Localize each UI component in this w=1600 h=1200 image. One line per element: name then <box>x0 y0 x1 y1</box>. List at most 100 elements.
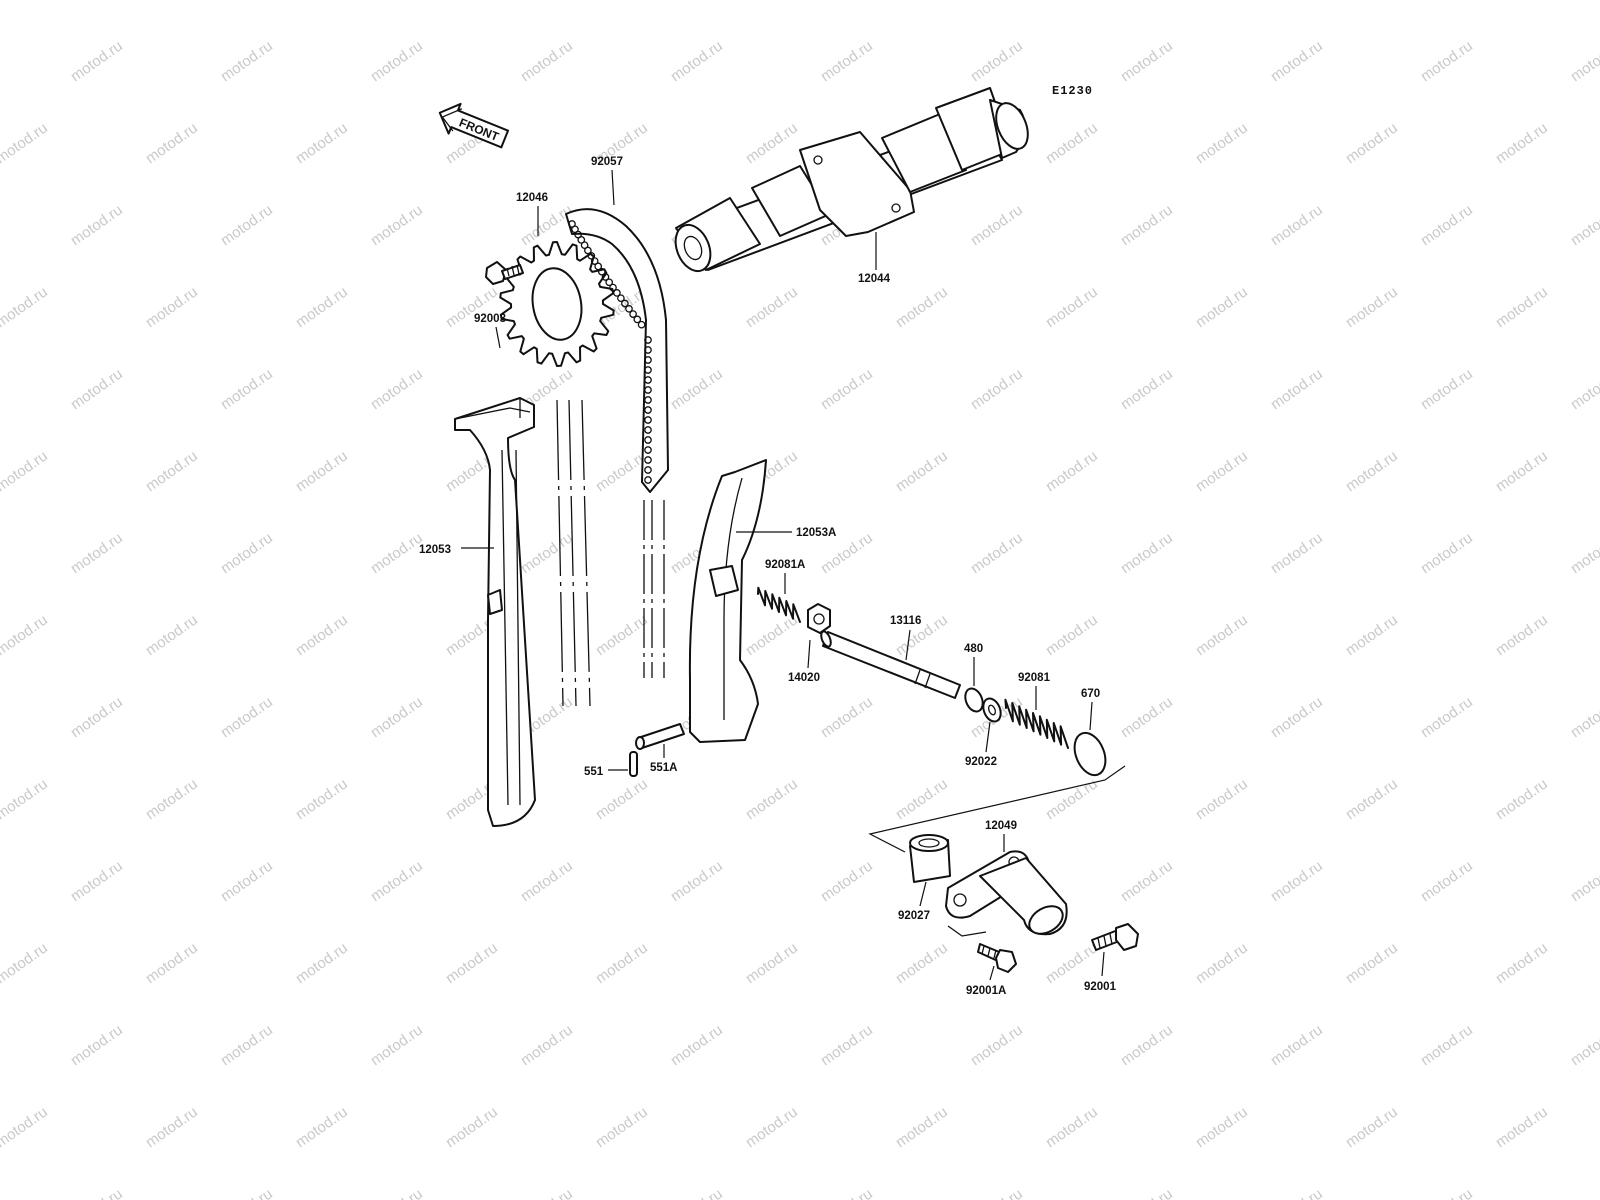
callout-14020: 14020 <box>788 672 820 684</box>
watermark-text: motod.ru <box>1493 283 1551 331</box>
watermark-text: motod.ru <box>1418 37 1476 85</box>
chain-link <box>644 426 652 434</box>
watermark-text: motod.ru <box>593 1103 651 1151</box>
callout-551A: 551A <box>650 762 678 774</box>
watermark-text: motod.ru <box>1268 365 1326 413</box>
watermark-text: motod.ru <box>293 939 351 987</box>
watermark-text: motod.ru <box>1193 0 1251 3</box>
watermark-text: motod.ru <box>68 693 126 741</box>
watermark-text: motod.ru <box>0 1103 51 1151</box>
watermark-text: motod.ru <box>1268 529 1326 577</box>
watermark-text: motod.ru <box>593 0 651 3</box>
watermark-text: motod.ru <box>218 1021 276 1069</box>
callout-92003: 92003 <box>474 313 506 325</box>
watermark-text: motod.ru <box>368 529 426 577</box>
chain-guide-12053 <box>454 397 536 827</box>
callout-92001: 92001 <box>1084 981 1117 993</box>
callouts: 92057 12046 12044 92003 12053 12053A 920… <box>419 156 1117 997</box>
watermark-text: motod.ru <box>1193 939 1251 987</box>
washer-92022 <box>982 697 1002 723</box>
watermark-text: motod.ru <box>1268 201 1326 249</box>
watermark-text: motod.ru <box>293 447 351 495</box>
watermark-text: motod.ru <box>218 365 276 413</box>
watermark-text: motod.ru <box>518 37 576 85</box>
chain-link <box>644 466 652 474</box>
watermark-text: motod.ru <box>1268 857 1326 905</box>
spring-92081 <box>1004 698 1069 749</box>
callout-12053: 12053 <box>419 544 451 556</box>
watermark-text: motod.ru <box>968 201 1026 249</box>
watermark-text: motod.ru <box>368 857 426 905</box>
chain-link <box>644 406 652 414</box>
watermark-text: motod.ru <box>818 1185 876 1200</box>
watermark-text: motod.ru <box>1193 283 1251 331</box>
watermark-text: motod.ru <box>293 283 351 331</box>
watermark-text: motod.ru <box>1418 857 1476 905</box>
watermark-text: motod.ru <box>893 0 951 3</box>
watermark-text: motod.ru <box>1568 529 1600 577</box>
callout-12053A: 12053A <box>796 527 836 539</box>
chain-link <box>580 241 589 250</box>
diagram-code: E1230 <box>1052 84 1093 98</box>
watermark-text: motod.ru <box>0 119 51 167</box>
pin-551A <box>635 723 685 750</box>
watermark-text: motod.ru <box>1193 119 1251 167</box>
watermark-text: motod.ru <box>743 1103 801 1151</box>
watermark-text: motod.ru <box>1343 119 1401 167</box>
watermark-text: motod.ru <box>68 1185 126 1200</box>
watermark-text: motod.ru <box>1043 119 1101 167</box>
callout-12046: 12046 <box>516 192 548 204</box>
watermark-text: motod.ru <box>1118 529 1176 577</box>
chain-guide-lines <box>556 399 591 707</box>
chain-link <box>590 257 599 265</box>
chain-link <box>633 315 642 324</box>
watermark-text: motod.ru <box>68 201 126 249</box>
chain-link <box>644 386 652 394</box>
chain-link <box>609 283 617 292</box>
watermark-text: motod.ru <box>1493 1103 1551 1151</box>
watermark-text: motod.ru <box>893 447 951 495</box>
watermark-text: motod.ru <box>668 1021 726 1069</box>
chain-link <box>644 376 652 384</box>
watermark-text: motod.ru <box>1118 857 1176 905</box>
watermark-text: motod.ru <box>893 775 951 823</box>
watermark-text: motod.ru <box>818 37 876 85</box>
watermark-text: motod.ru <box>518 1021 576 1069</box>
chain-link <box>601 273 610 281</box>
watermark-text: motod.ru <box>893 283 951 331</box>
watermark-text: motod.ru <box>1418 201 1476 249</box>
o-ring-670 <box>1073 731 1107 777</box>
watermark-text: motod.ru <box>593 611 651 659</box>
watermark-text: motod.ru <box>1568 1021 1600 1069</box>
chain-link <box>577 236 586 244</box>
watermark-text: motod.ru <box>218 857 276 905</box>
chain-link <box>644 356 652 364</box>
chain-link <box>629 310 637 318</box>
watermark-text: motod.ru <box>143 447 201 495</box>
watermark-text: motod.ru <box>668 365 726 413</box>
watermark-text: motod.ru <box>1343 939 1401 987</box>
watermark-text: motod.ru <box>218 529 276 577</box>
watermark-text: motod.ru <box>1418 529 1476 577</box>
watermark-text: motod.ru <box>1493 611 1551 659</box>
callout-92081: 92081 <box>1018 672 1051 684</box>
watermark-text: motod.ru <box>1418 693 1476 741</box>
watermark-text: motod.ru <box>668 857 726 905</box>
watermark-text: motod.ru <box>0 447 51 495</box>
watermark-text: motod.ru <box>1268 1185 1326 1200</box>
watermark-text: motod.ru <box>1343 447 1401 495</box>
callout-92022: 92022 <box>965 756 997 768</box>
chain-link <box>644 396 652 404</box>
watermark-text: motod.ru <box>368 201 426 249</box>
watermark-text: motod.ru <box>293 775 351 823</box>
watermark-text: motod.ru <box>1418 1021 1476 1069</box>
watermark-text: motod.ru <box>743 939 801 987</box>
chain-link <box>644 456 652 464</box>
watermark-text: motod.ru <box>1418 1185 1476 1200</box>
callout-92057: 92057 <box>591 156 623 168</box>
sleeve-92027 <box>909 834 951 883</box>
callout-12044: 12044 <box>858 273 891 285</box>
watermark-text: motod.ru <box>743 283 801 331</box>
watermark-text: motod.ru <box>818 365 876 413</box>
watermark-text: motod.ru <box>1118 1185 1176 1200</box>
